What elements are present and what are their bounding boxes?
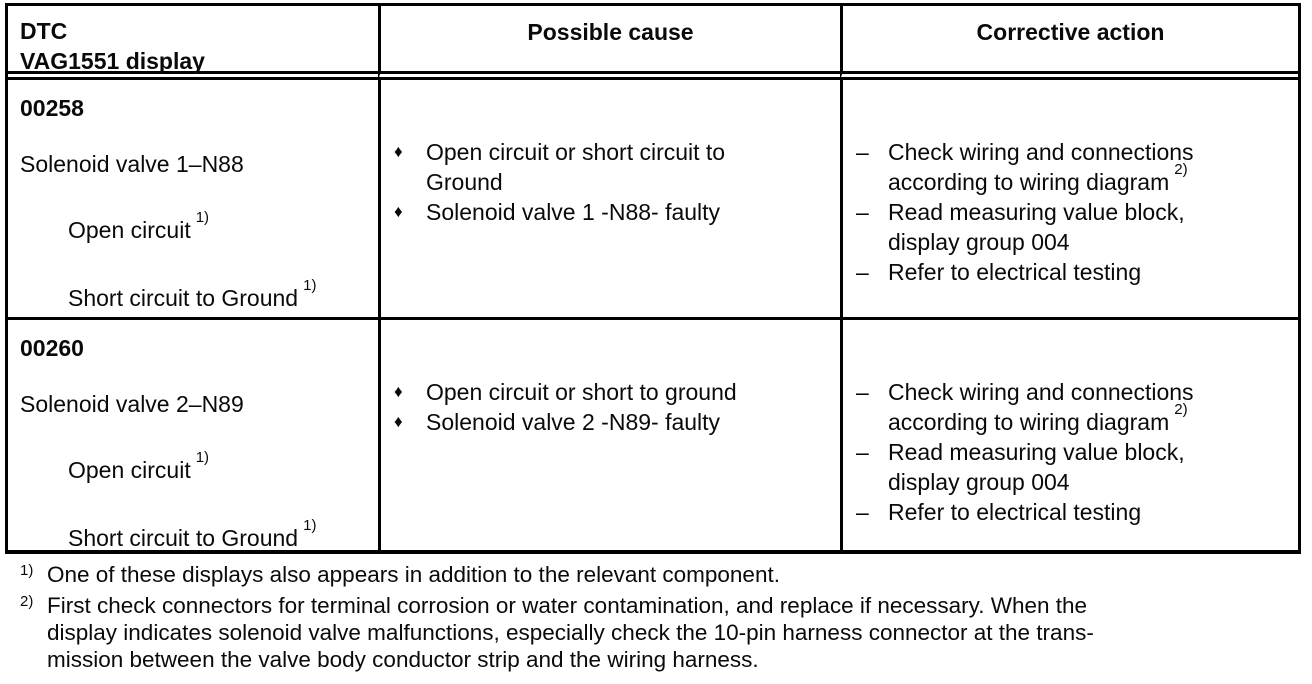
dash-bullet-icon: – bbox=[856, 439, 869, 465]
footnote-ref-1: 1) bbox=[195, 449, 210, 467]
footnote-2-text: First check connectors for terminal corr… bbox=[47, 592, 1312, 673]
dtc-table: DTC VAG1551 display Possible cause Corre… bbox=[5, 3, 1301, 554]
dash-bullet-icon: – bbox=[856, 259, 869, 285]
diamond-bullet-icon: ♦ bbox=[394, 412, 403, 431]
header-possible-cause: Possible cause bbox=[378, 6, 840, 80]
diamond-bullet-icon: ♦ bbox=[394, 202, 403, 221]
cause-cell-00260: ♦ Open circuit or short to ground ♦ Sole… bbox=[378, 317, 840, 550]
diamond-bullet-icon: ♦ bbox=[394, 382, 403, 401]
footnote-1: 1) One of these displays also appears in… bbox=[20, 561, 1312, 588]
action-item: – Check wiring and connections according… bbox=[856, 377, 1292, 437]
header-dtc-line2: VAG1551 display bbox=[20, 48, 205, 74]
cause-item: ♦ Solenoid valve 2 -N89- faulty bbox=[394, 407, 834, 437]
action-item-text: Read measuring value block, display grou… bbox=[888, 197, 1292, 257]
cause-item: ♦ Open circuit or short circuit to Groun… bbox=[394, 137, 834, 197]
cause-line: Open circuit or short circuit to bbox=[426, 139, 726, 165]
cause-item: ♦ Solenoid valve 1 -N88- faulty bbox=[394, 197, 834, 227]
action-line-text: according to wiring diagram bbox=[888, 169, 1170, 195]
action-line: Check wiring and connections bbox=[888, 139, 1194, 165]
cause-line: Ground bbox=[426, 169, 503, 195]
footnote-ref-2: 2) bbox=[1174, 161, 1188, 179]
dtc-code: 00258 bbox=[20, 95, 84, 121]
footnote-ref-1: 1) bbox=[303, 517, 317, 535]
action-cell-00260: – Check wiring and connections according… bbox=[840, 317, 1298, 550]
footnote-1-text: One of these displays also appears in ad… bbox=[47, 562, 780, 587]
display-text: Open circuit bbox=[68, 217, 191, 243]
dash-bullet-icon: – bbox=[856, 499, 869, 525]
action-item: – Check wiring and connections according… bbox=[856, 137, 1292, 197]
cause-item-text: Open circuit or short circuit to Ground bbox=[426, 137, 834, 197]
header-corrective-action: Corrective action bbox=[840, 6, 1298, 80]
footnote-2-line: mission between the valve body conductor… bbox=[47, 647, 759, 672]
dash-bullet-icon: – bbox=[856, 199, 869, 225]
footnote-ref-2: 2) bbox=[1174, 401, 1188, 419]
dtc-component: Solenoid valve 1–N88 bbox=[20, 151, 244, 177]
action-item-text: Check wiring and connections according t… bbox=[888, 137, 1292, 197]
action-item: – Refer to electrical testing bbox=[856, 497, 1292, 527]
cause-item-text: Solenoid valve 2 -N89- faulty bbox=[426, 409, 721, 435]
header-dtc-display: DTC VAG1551 display bbox=[8, 6, 378, 80]
action-line-text: according to wiring diagram bbox=[888, 409, 1170, 435]
footnote-2-line: First check connectors for terminal corr… bbox=[47, 593, 1088, 618]
dtc-component: Solenoid valve 2–N89 bbox=[20, 391, 244, 417]
dash-bullet-icon: – bbox=[856, 379, 869, 405]
action-line: display group 004 bbox=[888, 469, 1070, 495]
footnote-ref-1: 1) bbox=[195, 209, 210, 227]
cause-item-text: Solenoid valve 1 -N88- faulty bbox=[426, 199, 721, 225]
cause-item-text: Open circuit or short to ground bbox=[426, 379, 737, 405]
action-item-text: Refer to electrical testing bbox=[888, 499, 1142, 525]
action-line: display group 004 bbox=[888, 229, 1070, 255]
action-item-text: Check wiring and connections according t… bbox=[888, 377, 1292, 437]
action-item: – Read measuring value block, display gr… bbox=[856, 437, 1292, 497]
action-item-text: Refer to electrical testing bbox=[888, 259, 1142, 285]
cause-item: ♦ Open circuit or short to ground bbox=[394, 377, 834, 407]
action-line: Read measuring value block, bbox=[888, 439, 1185, 465]
action-line: Read measuring value block, bbox=[888, 199, 1185, 225]
display-text: Short circuit to Ground bbox=[68, 285, 299, 311]
footnote-2: 2) First check connectors for terminal c… bbox=[20, 592, 1312, 673]
footnote-2-marker: 2) bbox=[20, 593, 34, 610]
footnote-2-line: display indicates solenoid valve malfunc… bbox=[47, 620, 1094, 645]
display-text: Short circuit to Ground bbox=[68, 525, 299, 551]
dash-bullet-icon: – bbox=[856, 139, 869, 165]
footnotes: 1) One of these displays also appears in… bbox=[20, 561, 1312, 673]
action-item-text: Read measuring value block, display grou… bbox=[888, 437, 1292, 497]
action-cell-00258: – Check wiring and connections according… bbox=[840, 80, 1298, 317]
diamond-bullet-icon: ♦ bbox=[394, 142, 403, 161]
action-item: – Read measuring value block, display gr… bbox=[856, 197, 1292, 257]
action-line: Check wiring and connections bbox=[888, 379, 1194, 405]
display-text: Open circuit bbox=[68, 457, 191, 483]
header-dtc-line1: DTC bbox=[20, 18, 68, 44]
footnote-ref-1: 1) bbox=[303, 277, 317, 295]
cause-cell-00258: ♦ Open circuit or short circuit to Groun… bbox=[378, 80, 840, 317]
footnote-1-marker: 1) bbox=[20, 562, 34, 579]
dtc-code: 00260 bbox=[20, 335, 84, 361]
action-item: – Refer to electrical testing bbox=[856, 257, 1292, 287]
